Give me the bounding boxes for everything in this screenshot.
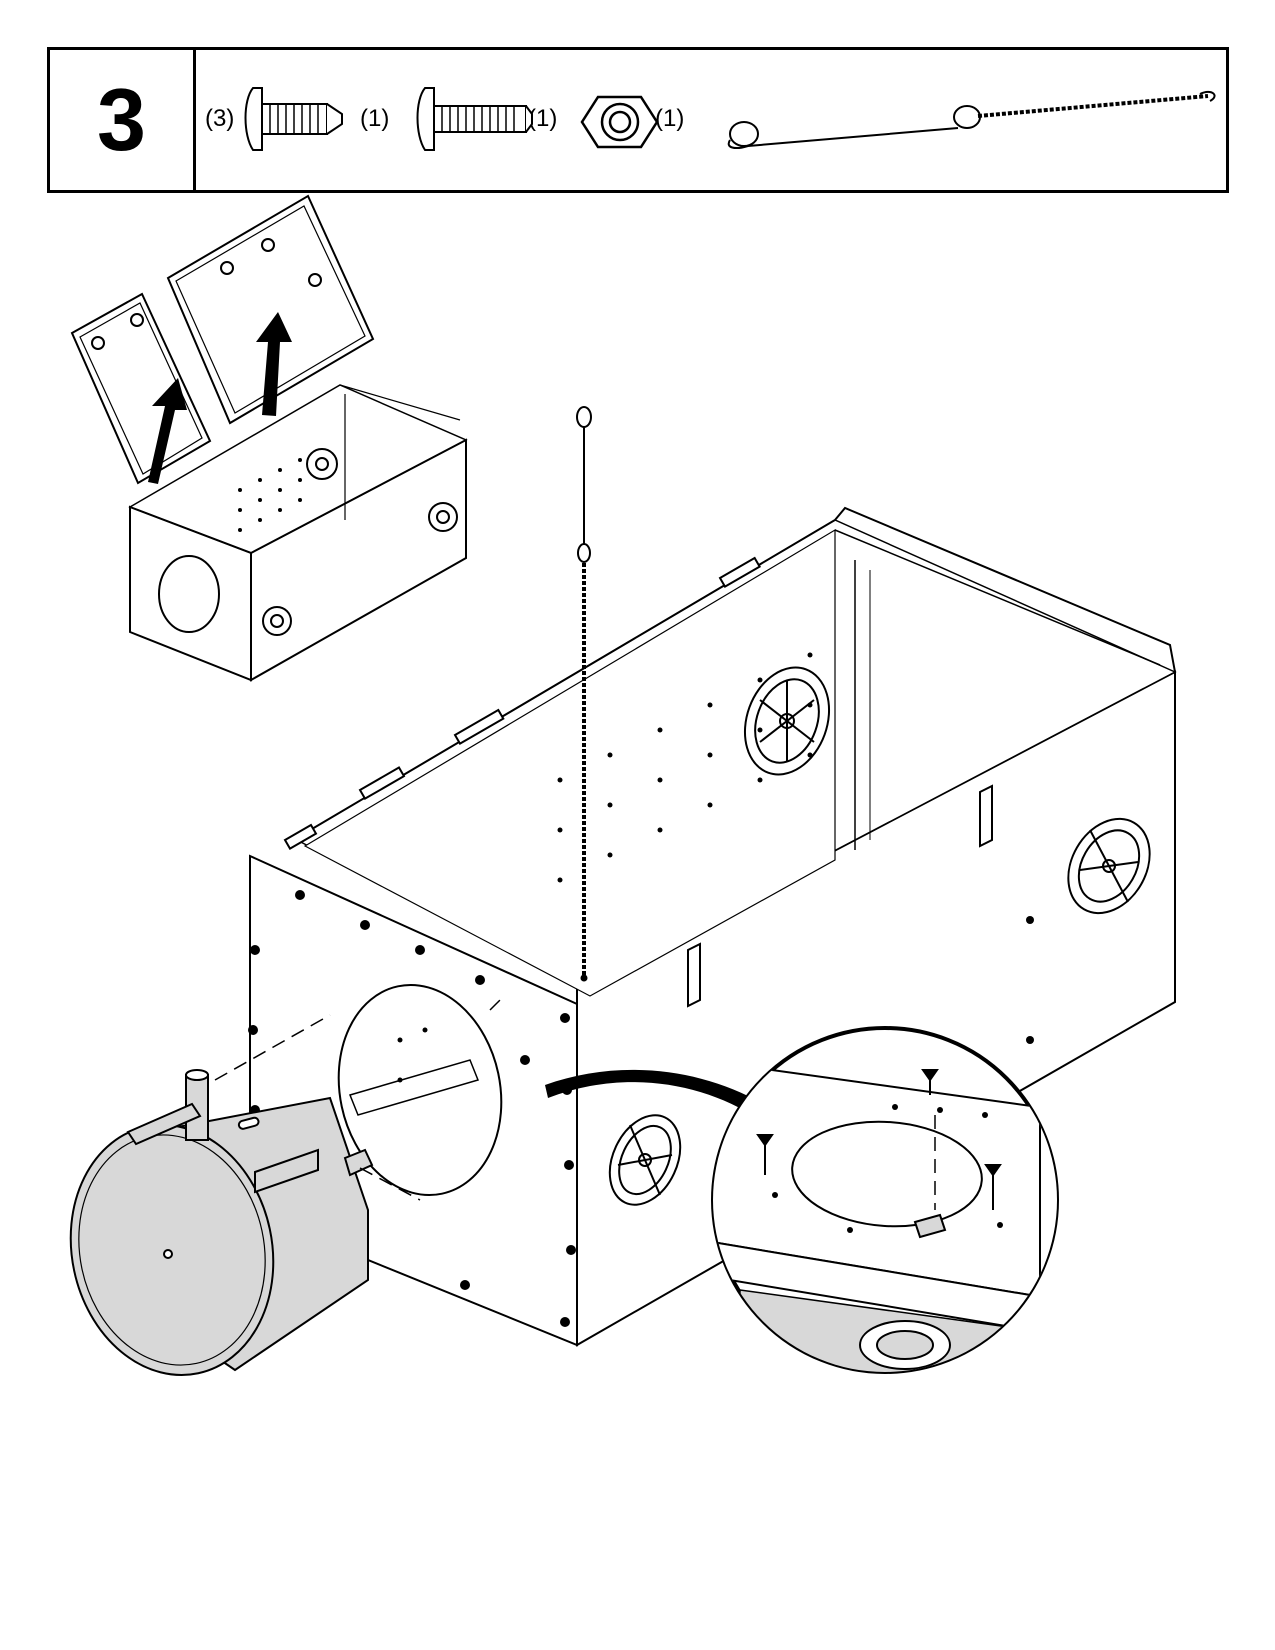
panel-hole-grid [397,652,813,1083]
part-quantity-short-screw: (3) [205,105,235,132]
lid-hinge-icon [283,556,762,851]
lift-arrow-icon [256,312,292,416]
step-box: 3 [50,50,196,190]
detail-zoom-view [711,1026,1059,1374]
vent-damper-icon [1067,817,1151,915]
mounting-screw-icon [756,1134,774,1175]
overview-burner-opening [158,555,220,633]
short-screw-icon [244,87,343,151]
detail-callout-arrow [545,1069,770,1120]
long-screw-icon [416,87,533,151]
part-quantity-match-holder: (1) [655,105,685,132]
vent-damper-icon [743,666,831,776]
match-holder-chain [576,406,592,982]
overview-grill-box [128,384,468,682]
lift-arrow-icon [148,378,187,484]
parts-header: 3 (3) (1) (1) (1) [47,47,1229,193]
vent-damper-icon [608,1114,682,1206]
overview-lid-left [70,292,212,485]
part-quantity-long-screw: (1) [360,105,390,132]
overview-lid-right [166,194,375,425]
burner-assembly [69,1069,374,1376]
step-number: 3 [97,70,146,169]
mounting-screw-icon [921,1069,939,1095]
alignment-guide-lines [214,999,501,1201]
match-holder-chain-icon [727,90,1216,149]
overview-side-panel [250,438,467,682]
mounting-screw-icon [984,1164,1002,1210]
hex-nut-icon [580,95,659,149]
side-handle-bracket [687,784,993,1008]
